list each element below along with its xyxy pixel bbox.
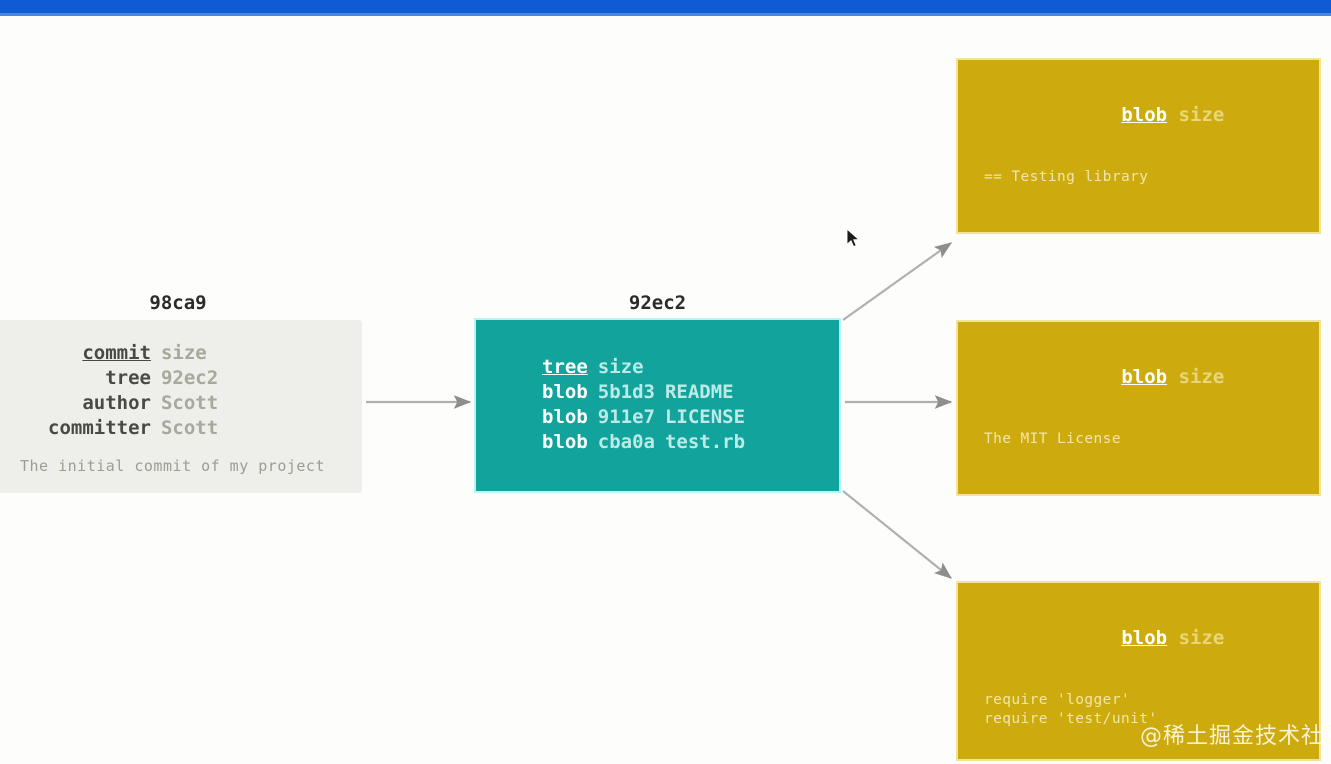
commit-field-value: size <box>160 342 207 364</box>
tree-entry-row: blob cba0a test.rb <box>542 430 745 455</box>
blob-header: blob size <box>958 605 1319 671</box>
blob-content-paragraph: == Testing library <box>984 169 1149 185</box>
commit-field-table: commit size tree 92ec2 author Scott comm… <box>48 341 218 441</box>
commit-field-value: 92ec2 <box>160 367 219 389</box>
commit-field-key: author <box>82 392 151 414</box>
commit-field-key: tree <box>105 367 151 389</box>
commit-field-value: Scott <box>160 417 219 439</box>
tree-entry-table: tree size blob 5b1d3 README blob 911e7 L… <box>542 355 745 455</box>
tree-entry-name: README <box>664 381 734 403</box>
blob-size-label: size <box>1178 627 1225 649</box>
tree-entry-name: test.rb <box>664 431 746 453</box>
tree-entry-hash: size <box>597 356 644 378</box>
tree-entry-name: LICENSE <box>664 406 746 428</box>
tree-entry-name <box>655 355 745 380</box>
blob-node-5b1d3[interactable]: 5b1d3 blob size == Testing library This … <box>956 58 1321 234</box>
commit-message: The initial commit of my project <box>20 457 325 475</box>
tree-entry-hash: cba0a <box>597 431 655 453</box>
blob-type-label: blob <box>1121 627 1168 649</box>
browser-top-bar-underline <box>0 13 1331 16</box>
tree-entry-hash: 5b1d3 <box>597 381 655 403</box>
commit-field-key: commit <box>82 342 151 364</box>
commit-node-hash-label: 98ca9 <box>149 292 207 314</box>
blob-type-label: blob <box>1121 366 1168 388</box>
tree-entry-row: blob 5b1d3 README <box>542 380 745 405</box>
blob-size-label: size <box>1178 366 1225 388</box>
blob-header: blob size <box>958 82 1319 148</box>
blob-size-label: size <box>1178 104 1225 126</box>
tree-node-hash-label: 92ec2 <box>628 292 687 314</box>
commit-field-row: commit size <box>48 341 218 366</box>
tree-entry-type: tree <box>542 356 588 378</box>
site-watermark: @稀土掘金技术社区 <box>1140 724 1331 749</box>
tree-entry-type: blob <box>542 381 588 403</box>
commit-node-98ca9[interactable]: 98ca9 commit size tree 92ec2 author Scot… <box>0 292 362 493</box>
commit-field-row: author Scott <box>48 391 218 416</box>
blob-node-cba0a[interactable]: cba0a blob size require 'logger' require… <box>956 581 1321 761</box>
blob-content-paragraph: The MIT License <box>984 431 1121 447</box>
tree-entry-hash: 911e7 <box>597 406 655 428</box>
tree-entry-type: blob <box>542 431 588 453</box>
blob-type-label: blob <box>1121 104 1168 126</box>
blob-content: == Testing library This library is used … <box>984 130 1309 232</box>
tree-node-92ec2[interactable]: 92ec2 tree size blob 5b1d3 README blob 9… <box>474 292 841 493</box>
commit-field-key: committer <box>48 417 151 439</box>
blob-header: blob size <box>958 344 1319 410</box>
blob-content-paragraph: require 'logger' require 'test/unit' <box>984 692 1158 727</box>
tree-entry-row: blob 911e7 LICENSE <box>542 405 745 430</box>
blob-content: The MIT License Copyright (c) 2008 Scott… <box>984 392 1309 494</box>
tree-entry-type: blob <box>542 406 588 428</box>
commit-field-row: committer Scott <box>48 416 218 441</box>
tree-entry-row: tree size <box>542 355 745 380</box>
blob-content: require 'logger' require 'test/unit' cla… <box>984 653 1309 759</box>
blob-node-911e7[interactable]: 911e7 blob size The MIT License Copyrigh… <box>956 320 1321 496</box>
browser-top-bar <box>0 0 1331 13</box>
commit-field-value: Scott <box>160 392 219 414</box>
commit-field-row: tree 92ec2 <box>48 366 218 391</box>
